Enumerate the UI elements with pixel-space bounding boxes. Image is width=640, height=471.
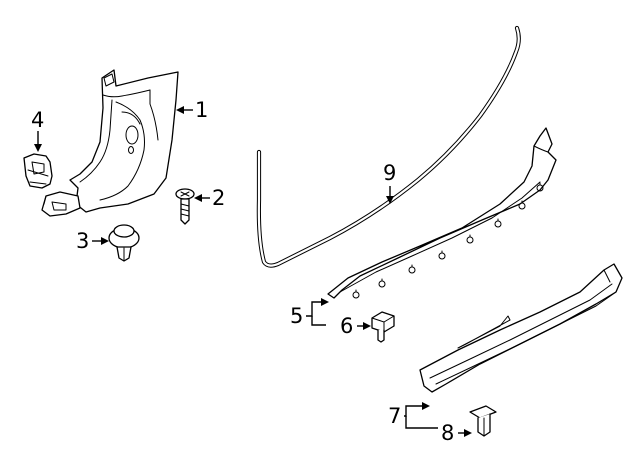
sill-plate-clip[interactable] bbox=[469, 405, 497, 437]
callout-5: 5 bbox=[290, 298, 329, 328]
callout-number: 8 bbox=[441, 421, 454, 445]
callout-number: 6 bbox=[340, 314, 353, 338]
callout-8: 8 bbox=[441, 421, 472, 445]
callout-number: 5 bbox=[290, 304, 303, 328]
retaining-clip[interactable] bbox=[23, 153, 53, 189]
sill-plate[interactable] bbox=[419, 263, 623, 393]
rocker-molding[interactable] bbox=[327, 127, 557, 299]
callout-number: 7 bbox=[388, 404, 401, 428]
callout-3: 3 bbox=[76, 229, 109, 253]
molding-clip[interactable] bbox=[371, 311, 395, 343]
push-pin-fastener[interactable] bbox=[108, 224, 140, 262]
callout-number: 1 bbox=[195, 98, 208, 122]
callout-7: 7 bbox=[388, 402, 438, 429]
callout-4: 4 bbox=[31, 108, 44, 152]
callout-2: 2 bbox=[194, 186, 225, 210]
callout-number: 3 bbox=[76, 229, 89, 253]
callout-6: 6 bbox=[340, 314, 371, 338]
pillar-trim-panel[interactable] bbox=[41, 69, 179, 217]
callout-number: 4 bbox=[31, 108, 44, 132]
callout-9: 9 bbox=[383, 161, 396, 204]
callout-number: 9 bbox=[383, 161, 396, 185]
callout-1: 1 bbox=[176, 98, 208, 122]
door-weatherstrip[interactable] bbox=[256, 25, 521, 268]
screw[interactable] bbox=[175, 188, 195, 225]
callout-number: 2 bbox=[212, 186, 225, 210]
